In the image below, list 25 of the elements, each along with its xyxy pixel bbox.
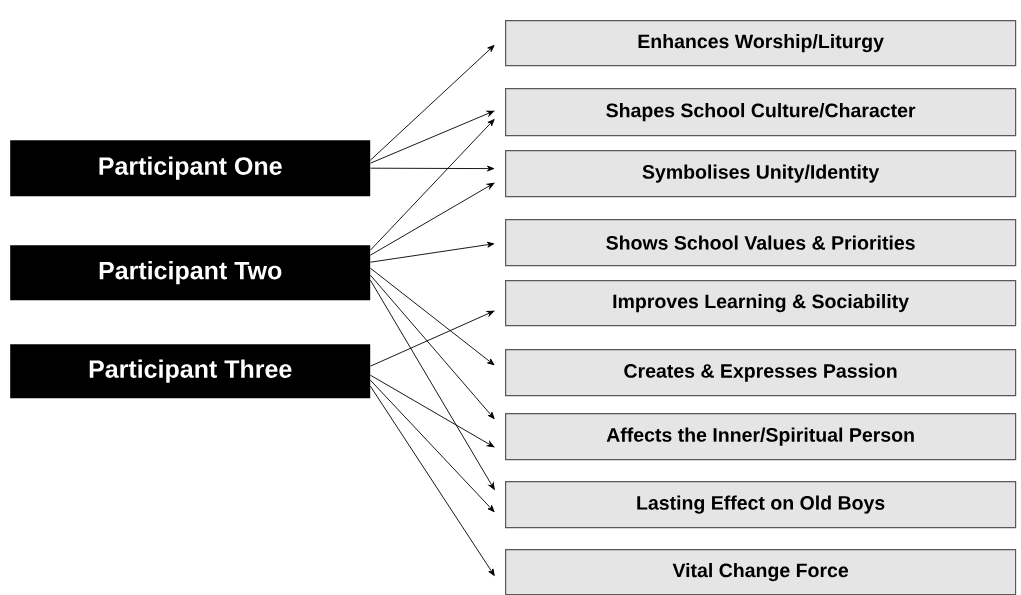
participant-box: Participant Two — [10, 245, 371, 301]
theme-box: Symbolises Unity/Identity — [505, 150, 1017, 198]
arrow — [369, 274, 495, 420]
participant-box: Participant One — [10, 140, 371, 197]
arrow — [369, 165, 495, 172]
arrow — [369, 45, 495, 161]
arrow — [369, 267, 495, 366]
theme-box: Shows School Values & Priorities — [505, 219, 1017, 267]
arrow — [369, 241, 495, 263]
theme-box: Lasting Effect on Old Boys — [505, 481, 1017, 529]
arrow — [369, 374, 495, 448]
theme-box: Vital Change Force — [505, 549, 1017, 595]
theme-box: Creates & Expresses Passion — [505, 349, 1017, 397]
arrow — [369, 110, 495, 164]
arrow — [369, 310, 495, 367]
theme-box: Enhances Worship/Liturgy — [505, 20, 1017, 67]
arrow — [369, 279, 495, 490]
participant-box: Participant Three — [10, 344, 371, 399]
arrow — [369, 119, 495, 251]
theme-box: Shapes School Culture/Character — [505, 88, 1017, 137]
theme-box: Improves Learning & Sociability — [505, 280, 1017, 327]
theme-box: Affects the Inner/Spiritual Person — [505, 413, 1017, 461]
arrow — [369, 379, 495, 513]
arrow — [369, 385, 495, 576]
arrow — [369, 182, 495, 256]
